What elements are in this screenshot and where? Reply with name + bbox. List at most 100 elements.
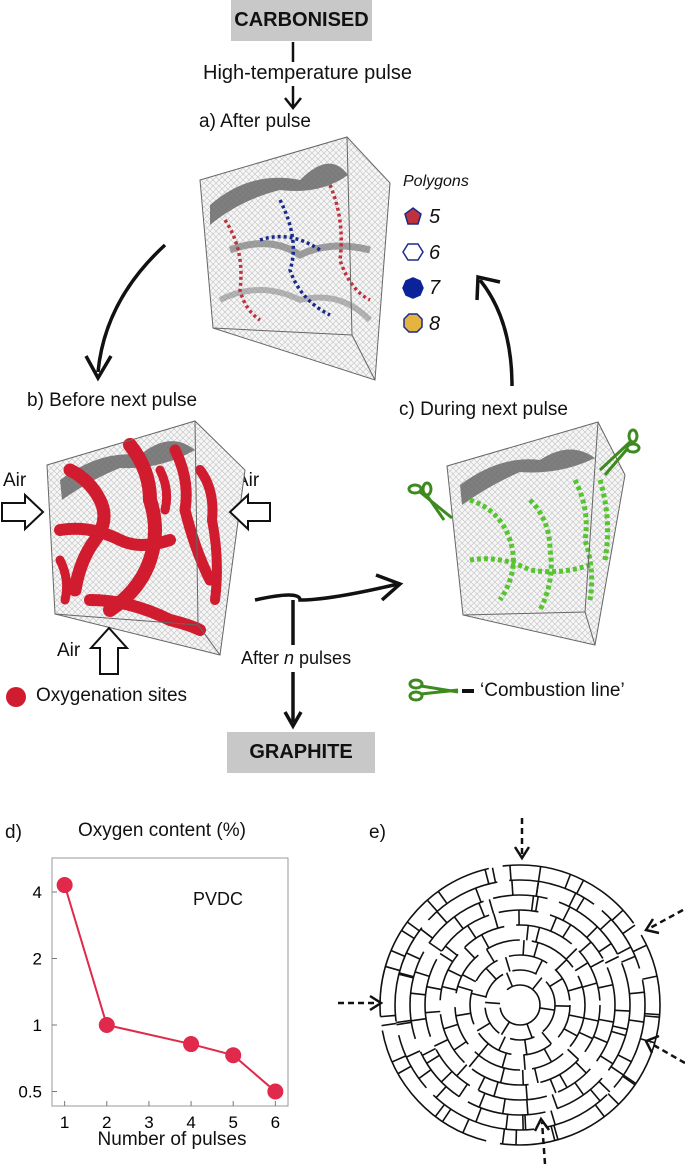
data-point [267, 1083, 284, 1100]
maze-wall [523, 1054, 526, 1070]
chart-title: Oxygen content (%) [78, 820, 246, 841]
series-line [63, 884, 277, 1093]
maze-wall [471, 992, 487, 998]
panel-a-title: a) After pulse [199, 111, 311, 132]
maze-wall [437, 890, 448, 904]
air-label-bottom: Air [57, 640, 81, 661]
maze-wall [549, 977, 563, 988]
maze-wall [644, 1015, 660, 1018]
oxygenation-sites-label: Oxygenation sites [36, 685, 188, 706]
maze-wall [462, 1118, 470, 1134]
maze-wall [406, 1050, 421, 1058]
maze-wall [456, 1064, 468, 1077]
panel-c-title: c) During next pulse [399, 399, 568, 420]
maze-wall [396, 1021, 412, 1026]
chart-frame [51, 857, 289, 1107]
maze-wall [453, 916, 464, 930]
maze-wall [632, 944, 647, 953]
maze-wall [611, 1030, 626, 1037]
x-tick-label: 6 [271, 1113, 280, 1132]
maze-wall [398, 973, 414, 979]
legend-label-6: 6 [429, 242, 441, 264]
arrow-a-to-b-head [84, 355, 113, 382]
maze-wall [485, 967, 497, 980]
maze-wall [612, 1025, 628, 1031]
data-point [225, 1047, 242, 1064]
chart-xlabel: Number of pulses [98, 1129, 247, 1150]
maze-wall [501, 1098, 506, 1114]
maze-wall [485, 1001, 501, 1005]
data-point [183, 1036, 200, 1053]
maze-wall [500, 1021, 511, 1036]
maze-wall [453, 1040, 467, 1051]
maze-wall [553, 1125, 559, 1140]
maze-wall [533, 1068, 539, 1084]
maze-wall [525, 925, 530, 941]
air-arrow-bottom-icon [88, 626, 130, 675]
maze-wall [597, 983, 613, 989]
maze-wall [549, 1078, 557, 1094]
after-n-text-n: n [284, 648, 295, 668]
arrow-c-to-a [478, 278, 514, 387]
maze-wall [396, 1019, 412, 1024]
maze-wall [565, 948, 578, 960]
maze-wall [411, 1017, 427, 1022]
scissors-icon [407, 481, 453, 521]
maze-wall [567, 986, 583, 992]
maze-wall [604, 955, 620, 964]
maze-wall [575, 897, 585, 912]
maze-wall [478, 1092, 486, 1108]
maze-wall [420, 928, 434, 939]
maze-wall [534, 896, 539, 912]
maze-wall [614, 1009, 630, 1012]
scissors-icon [598, 428, 641, 476]
flow-arrow-top [284, 42, 302, 111]
maze-wall [629, 991, 645, 995]
maze-wall [593, 1035, 608, 1044]
x-tick-label: 2 [102, 1113, 111, 1132]
scissors-icon [408, 678, 459, 702]
maze-wall [385, 965, 401, 972]
maze-wall [530, 895, 535, 911]
maze-wall [467, 925, 477, 939]
maze-wall [607, 1093, 620, 1105]
maze-wall [541, 1031, 553, 1045]
maze-wall [493, 1081, 499, 1097]
maze-wall [582, 982, 598, 988]
legend-label-7: 7 [429, 277, 441, 299]
maze-wall [622, 1075, 636, 1086]
heptagon-7-icon [402, 277, 424, 299]
maze-wall [478, 1043, 489, 1056]
maze-wall [539, 1007, 555, 1011]
maze-wall [474, 887, 482, 903]
cube-a [199, 136, 391, 381]
maze-wall [434, 1038, 449, 1047]
maze-wall [421, 1047, 436, 1057]
maze-wall [434, 1104, 446, 1117]
x-tick-label: 4 [186, 1113, 195, 1132]
hexagon-6-icon [402, 243, 424, 261]
after-n-pulses-label: After n pulses [241, 648, 351, 669]
maze-wall [480, 934, 490, 949]
maze-wall [567, 1048, 580, 1061]
maze-wall [555, 959, 568, 971]
maze-wall [491, 867, 497, 883]
maze-wall [599, 918, 612, 931]
maze-wall [568, 1014, 584, 1019]
maze-wall [501, 1052, 508, 1068]
maze-wall [478, 902, 486, 918]
maze-wall [390, 949, 406, 958]
maze-arrow-heads [369, 846, 660, 1132]
maze-wall [550, 1125, 556, 1141]
cube-c [446, 421, 626, 646]
maze-wall [511, 880, 514, 896]
high-temp-pulse-label: High-temperature pulse [203, 62, 412, 84]
maze-wall [410, 992, 426, 996]
maze-wall [535, 927, 541, 943]
maze-wall [575, 1061, 587, 1074]
y-tick-label: 1 [33, 1016, 42, 1035]
maze-wall [521, 1069, 525, 1085]
after-n-text-1: After [241, 648, 285, 668]
arrow-b-to-c [254, 582, 399, 602]
